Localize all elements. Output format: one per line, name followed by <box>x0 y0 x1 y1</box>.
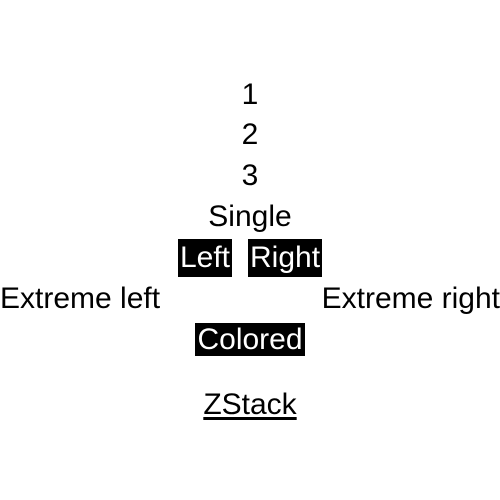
extreme-left-label: Extreme left <box>0 282 161 315</box>
zstack-link[interactable]: ZStack <box>203 388 297 421</box>
stack-item-2: 2 <box>241 118 259 151</box>
left-right-hstack: Left Right <box>0 239 500 277</box>
colored-label: Colored <box>195 323 305 356</box>
stack-item-3: 3 <box>241 159 259 192</box>
right-label: Right <box>248 239 323 277</box>
stack-item-1: 1 <box>241 78 259 111</box>
left-label: Left <box>177 239 232 277</box>
colored-row: Colored <box>0 321 500 359</box>
extreme-right-label: Extreme right <box>321 282 500 315</box>
zstack-link-row: ZStack <box>0 386 500 424</box>
single-label: Single <box>208 200 292 233</box>
